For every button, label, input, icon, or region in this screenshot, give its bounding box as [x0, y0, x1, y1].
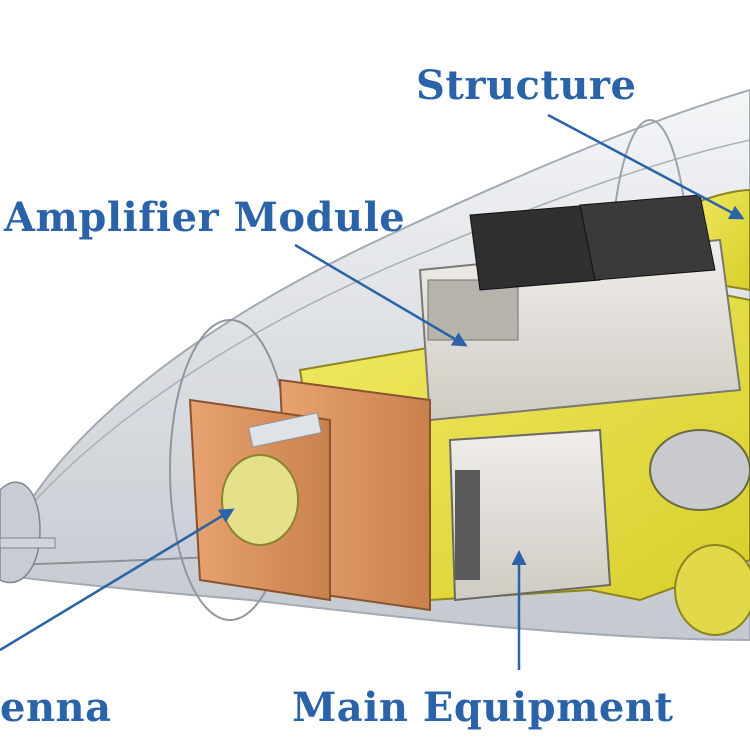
nose-cone [0, 481, 41, 584]
nose-probe [0, 537, 56, 549]
structure-window [649, 429, 750, 511]
antenna-support [248, 412, 322, 448]
main-equipment-box [448, 428, 612, 602]
structure-label: Structure [416, 62, 637, 109]
heatsink-left [469, 204, 601, 291]
amplifier-fins [427, 279, 519, 341]
antenna-arrow [0, 508, 235, 652]
heatsink-right [579, 194, 716, 281]
main-equipment-label: Main Equipment [292, 684, 674, 731]
radome-inner-line [9, 139, 750, 531]
antenna-label: enna [0, 684, 112, 731]
antenna-feed [221, 454, 299, 546]
structure-arrow [547, 113, 745, 220]
structure-lower-disk [674, 544, 750, 636]
main-equipment-side [455, 470, 480, 580]
amplifier-arrow [294, 243, 468, 347]
amplifier-module-label: Amplifier Module [4, 194, 406, 241]
